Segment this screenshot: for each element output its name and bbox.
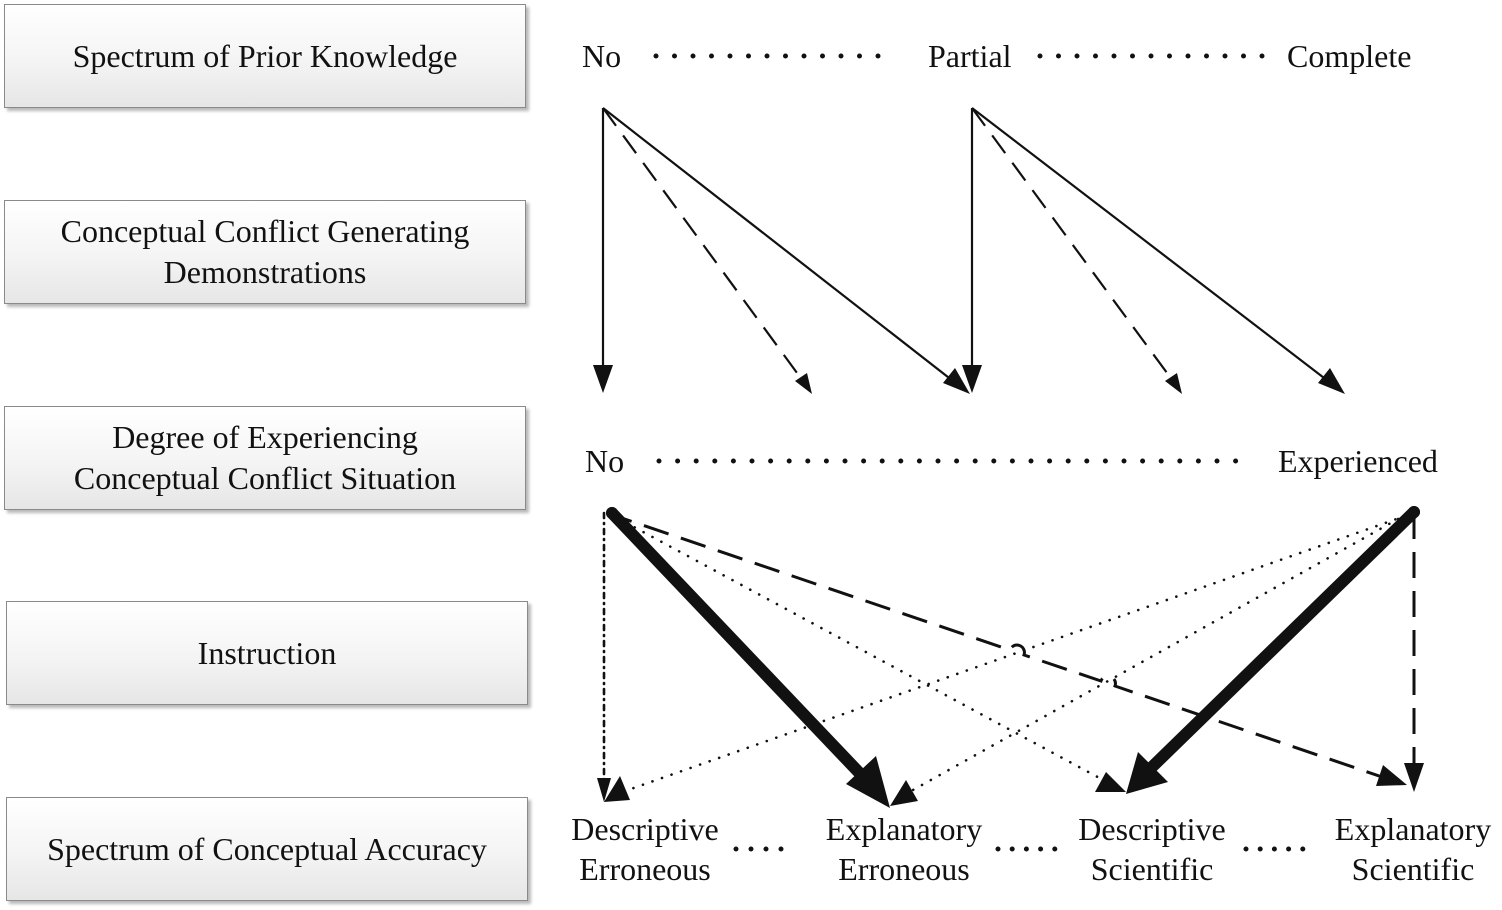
prior-to-experience-arrows [593,107,1345,394]
thick-arrowhead-experienced-to-descriptive-scientific [1126,752,1168,794]
arrowhead-partial-to-right [1318,368,1345,394]
accuracy-explanatory-erroneous-line1: Explanatory [825,811,983,847]
dotted-arrows [597,511,1409,806]
stage-label-accuracy: Spectrum of Conceptual Accuracy [47,830,487,867]
thick-arrows [606,506,1420,808]
prior-knowledge-complete-label: Complete [1287,38,1412,74]
accuracy-descriptive-erroneous-line2: Erroneous [579,851,711,887]
stage-box-instruction: Instruction [6,601,528,705]
accuracy-descriptive-erroneous-label: Descriptive Erroneous [571,809,719,889]
arrow-partial-to-mid [971,107,1171,378]
accuracy-explanatory-erroneous-label: Explanatory Erroneous [826,809,982,889]
stage-label-experiencing-line1: Degree of Experiencing [112,419,418,455]
thick-arrowhead-no-to-explanatory-erroneous [846,756,890,808]
experience-no-label: No [585,443,625,479]
stage-box-prior-knowledge: Spectrum of Prior Knowledge [4,4,526,108]
dotted-arrowhead-no-to-descriptive-scientific [1095,772,1126,792]
prior-knowledge-partial-label: Partial [928,38,1012,74]
dotted-arrowhead-experienced-to-descriptive-erroneous [604,776,630,802]
stage-label-prior-knowledge: Spectrum of Prior Knowledge [72,37,458,74]
accuracy-descriptive-scientific-line2: Scientific [1090,851,1214,887]
stage-box-demonstrations: Conceptual Conflict Generating Demonstra… [4,200,526,304]
arrowhead-no-to-right [943,368,970,394]
accuracy-explanatory-scientific-label: Explanatory Scientific [1335,809,1491,889]
arrowhead-no-to-no [593,365,613,393]
accuracy-descriptive-scientific-label: Descriptive Scientific [1078,809,1226,889]
experience-experienced-label: Experienced [1278,443,1438,479]
stage-label-instruction: Instruction [197,634,337,671]
accuracy-descriptive-erroneous-line1: Descriptive [571,811,719,847]
accuracy-explanatory-erroneous-line2: Erroneous [838,851,970,887]
dotted-arrow-experienced-to-explanatory-erroneous [911,512,1409,792]
stage-label-demonstrations-line1: Conceptual Conflict Generating [60,213,470,249]
thick-arrow-no-to-explanatory-erroneous [606,507,874,788]
origin-node-experienced [1408,506,1420,518]
origin-node-no [606,507,618,519]
accuracy-explanatory-scientific-line2: Scientific [1351,851,1475,887]
dashed-arrow-no-to-explanatory-scientific [606,511,1389,781]
dashed-arrowhead-no-to-explanatory-scientific [1376,765,1407,786]
dashed-arrows [606,511,1424,792]
accuracy-descriptive-scientific-line1: Descriptive [1078,811,1226,847]
arrowhead-partial-to-left [962,365,982,393]
dotted-arrowhead-experienced-to-explanatory-erroneous [890,780,918,806]
dotted-arrow-no-to-descriptive-scientific [606,511,1107,783]
arrow-no-to-right [602,107,954,382]
stage-label-experiencing-line2: Conceptual Conflict Situation [73,460,457,496]
arrowhead-no-to-mid [795,373,812,394]
stage-box-accuracy: Spectrum of Conceptual Accuracy [6,797,528,901]
prior-knowledge-no-label: No [582,38,622,74]
arrow-partial-to-right [971,107,1329,382]
accuracy-explanatory-scientific-line1: Explanatory [1334,811,1492,847]
thick-arrow-experienced-to-descriptive-scientific [1146,506,1420,773]
arrow-no-to-mid [602,107,801,378]
dotted-arrow-experienced-to-descriptive-erroneous [626,514,1407,792]
stage-box-experiencing: Degree of Experiencing Conceptual Confli… [4,406,526,510]
spectrum-dots [653,53,1306,852]
dotted-arrowhead-no-down [597,778,611,802]
dashed-arrowhead-experienced-down [1404,763,1424,792]
arrowhead-partial-to-mid [1165,373,1182,394]
stage-label-demonstrations-line2: Demonstrations [163,254,367,290]
origin-nodes [606,506,1420,519]
